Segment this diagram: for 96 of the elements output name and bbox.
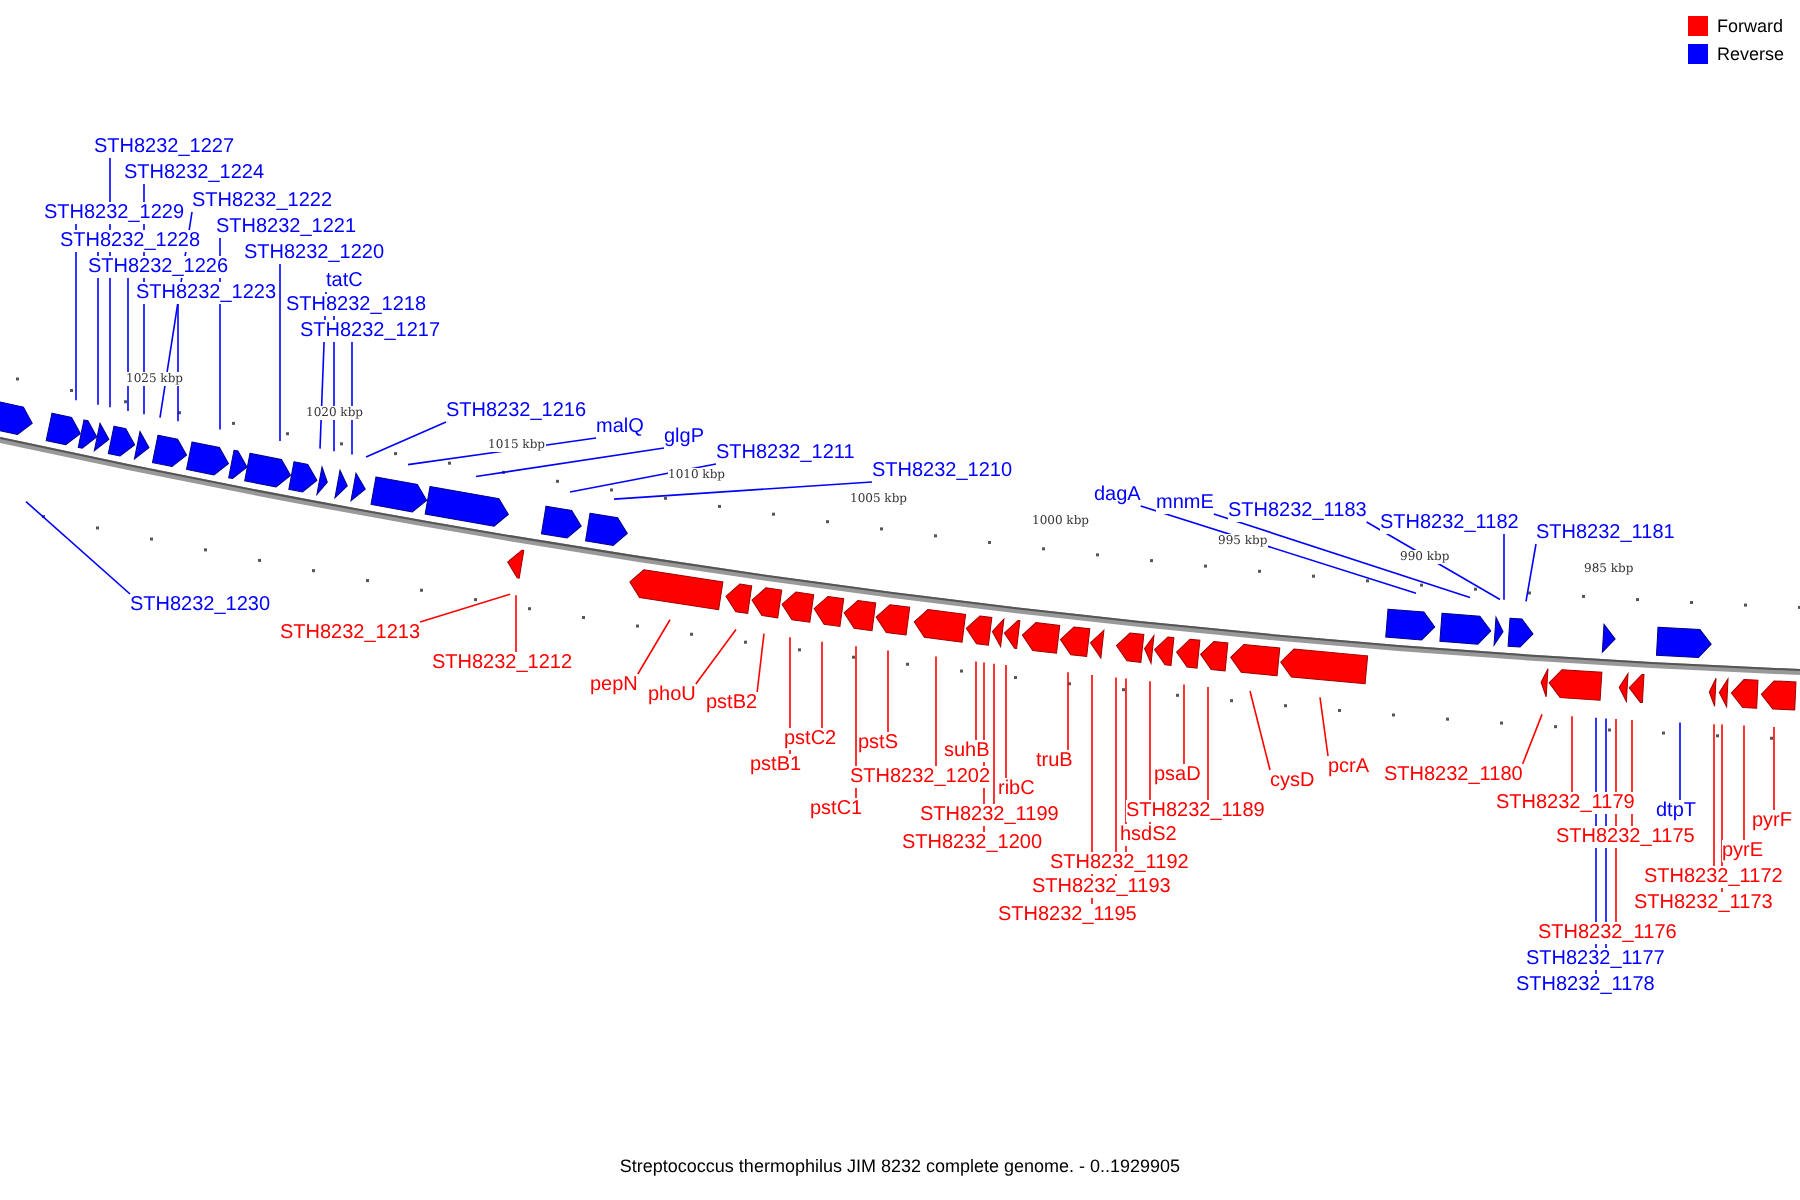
gene-label: pstC1	[810, 798, 863, 820]
leader-line	[419, 593, 511, 623]
leader-line	[1503, 533, 1505, 601]
gene-label: STH8232_1218	[286, 294, 427, 316]
leader-line	[1521, 713, 1543, 765]
gene-label: malQ	[596, 416, 644, 438]
leader-line	[1183, 683, 1185, 765]
leader-line	[177, 303, 179, 422]
gene-label: STH8232_1202	[850, 766, 991, 788]
legend-label: Reverse	[1716, 44, 1784, 64]
gene-label: STH8232_1226	[88, 256, 229, 278]
leader-line	[756, 632, 765, 693]
gene-label: STH8232_1175	[1556, 826, 1695, 848]
gene-label: tatC	[326, 270, 363, 292]
gene-label: STH8232_1200	[902, 832, 1043, 854]
gene-label: STH8232_1195	[998, 904, 1137, 926]
gene-label: suhB	[944, 740, 990, 762]
gene-label: STH8232_1172	[1644, 866, 1783, 888]
gene-label: STH8232_1178	[1516, 974, 1655, 996]
leader-line	[1773, 726, 1775, 811]
leader-line	[1067, 671, 1069, 751]
gene-label: pstB2	[706, 692, 758, 714]
gene-label: STH8232_1212	[432, 652, 573, 674]
leader-line	[1005, 664, 1007, 779]
gene-label: hsdS2	[1120, 824, 1177, 846]
leader-line	[637, 618, 671, 675]
gene-label: STH8232_1181	[1536, 522, 1675, 544]
gene-label: STH8232_1179	[1496, 792, 1635, 814]
leader-line	[475, 447, 665, 478]
leader-line	[887, 649, 889, 733]
leader-line	[75, 223, 77, 402]
gene-label: STH8232_1193	[1032, 876, 1171, 898]
gene-label: STH8232_1222	[192, 190, 333, 212]
gene-label: pyrE	[1722, 840, 1764, 862]
leader-line	[515, 594, 517, 653]
gene-label: truB	[1036, 750, 1073, 772]
gene-label: dagA	[1094, 484, 1141, 506]
leader-line	[25, 500, 131, 595]
gene-label: pcrA	[1328, 756, 1370, 778]
leader-line	[1679, 721, 1681, 801]
leader-line	[993, 662, 995, 805]
gene-label: STH8232_1228	[60, 230, 201, 252]
legend-label: Forward	[1716, 16, 1783, 36]
leader-line	[695, 628, 737, 685]
leader-line	[279, 263, 281, 442]
gene-label: STH8232_1180	[1384, 764, 1523, 786]
gene-label: pepN	[590, 674, 638, 696]
gene-label: STH8232_1220	[244, 242, 385, 264]
leader-line	[821, 640, 823, 729]
gene-label: phoU	[648, 684, 696, 706]
leader-line	[1125, 677, 1127, 853]
gene-label: STH8232_1211	[716, 442, 855, 464]
gene-label: STH8232_1224	[124, 162, 265, 184]
gene-label: glgP	[664, 426, 705, 448]
caption: Streptococcus thermophilus JIM 8232 complete genome. - 0..1929905	[619, 1156, 1181, 1178]
leader-line	[1743, 724, 1745, 841]
gene-label: STH8232_1192	[1050, 852, 1189, 874]
gene-label: STH8232_1210	[872, 460, 1013, 482]
leader-line	[1249, 690, 1271, 771]
gene-label: STH8232_1221	[216, 216, 357, 238]
leader-line	[1319, 696, 1329, 757]
gene-label: pstS	[858, 732, 899, 754]
gene-label: psaD	[1154, 764, 1201, 786]
gene-label: ribC	[998, 778, 1035, 800]
gene-label: STH8232_1216	[446, 400, 587, 422]
leader-line	[1115, 676, 1117, 877]
gene-label: STH8232_1177	[1526, 948, 1665, 970]
leader-line	[1525, 543, 1537, 603]
leader-line	[1713, 723, 1715, 867]
gene-label: STH8232_1189	[1126, 800, 1265, 822]
leader-line	[1213, 513, 1471, 599]
leader-line	[1571, 715, 1573, 793]
gene-label: STH8232_1223	[136, 282, 277, 304]
gene-label: STH8232_1182	[1380, 512, 1519, 534]
gene-label: STH8232_1173	[1634, 892, 1773, 914]
gene-label: STH8232_1227	[94, 136, 235, 158]
gene-label: STH8232_1213	[280, 622, 421, 644]
gene-label: STH8232_1176	[1538, 922, 1677, 944]
leader-line	[975, 660, 977, 741]
gene-label: cysD	[1270, 770, 1315, 792]
gene-label: STH8232_1217	[300, 320, 441, 342]
leader-line	[365, 421, 447, 458]
leader-line	[1207, 686, 1209, 801]
leader-line	[613, 481, 873, 500]
gene-label: dtpT	[1656, 800, 1697, 822]
leader-line	[935, 655, 937, 767]
leader-line	[127, 277, 129, 412]
gene-label: STH8232_1230	[130, 594, 271, 616]
gene-label: STH8232_1183	[1228, 500, 1367, 522]
leader-line	[351, 341, 353, 456]
gene-label: STH8232_1199	[920, 804, 1059, 826]
gene-label: mnmE	[1156, 492, 1214, 514]
gene-label: pstB1	[750, 754, 802, 776]
gene-label: STH8232_1229	[44, 202, 185, 224]
gene-label: pyrF	[1752, 810, 1792, 832]
gene-label: pstC2	[784, 728, 837, 750]
